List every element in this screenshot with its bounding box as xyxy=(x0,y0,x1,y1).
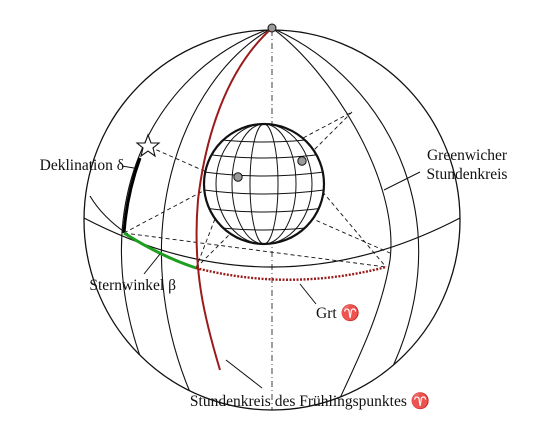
grt-label: Grt ♈ xyxy=(316,305,360,322)
greenwich-leader xyxy=(383,171,421,191)
globe-marker-left xyxy=(233,172,243,182)
greenwich-label-line2: Stundenkreis xyxy=(426,166,508,183)
meridian-arc-right-outer xyxy=(271,30,420,393)
aries-hour-circle-label: Stundenkreis des Frühlingspunktes ♈ xyxy=(189,393,431,410)
grt-arc xyxy=(195,265,387,281)
declination-leader xyxy=(121,165,135,169)
diagonal-line-b xyxy=(195,111,353,269)
grt-leader xyxy=(299,283,317,305)
greenwich-label-line1: Greenwicher xyxy=(426,147,508,164)
globe-marker-right xyxy=(297,156,307,166)
declination-label: Deklination δ xyxy=(39,157,124,174)
star-angle-leader xyxy=(143,253,161,275)
aries-hour-circle xyxy=(195,27,273,371)
declination-arc xyxy=(122,157,142,234)
meridian-arc-left-inner xyxy=(160,30,273,407)
equator-back-line xyxy=(123,232,387,268)
lower-arc-left xyxy=(89,195,201,271)
star-angle-arc xyxy=(123,231,197,270)
north-pole-marker xyxy=(267,23,277,33)
star-ray-line xyxy=(149,146,391,254)
greenwich-hour-circle xyxy=(271,30,392,399)
star-icon xyxy=(135,133,161,158)
star-angle-label: Sternwinkel β xyxy=(89,277,176,294)
earth-globe xyxy=(202,122,326,246)
aries-hour-leader xyxy=(225,359,263,389)
meridian-arc-left-outer xyxy=(120,30,273,405)
